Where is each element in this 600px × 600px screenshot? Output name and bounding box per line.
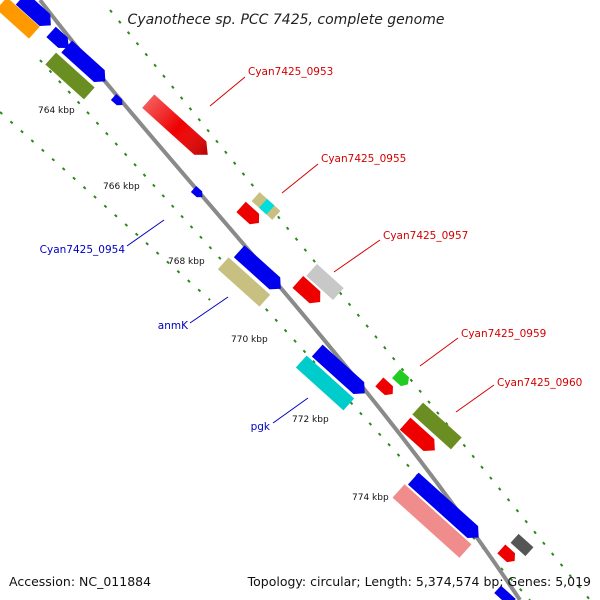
scale-label: 766 kbp xyxy=(103,182,140,192)
gene-blue-top3[interactable] xyxy=(61,40,110,88)
gene-labels: Cyan7425_0953 Cyan7425_0955 Cyan7425_095… xyxy=(40,66,583,433)
leader-cyan0953 xyxy=(209,76,246,107)
leader-cyan0957 xyxy=(333,239,381,273)
gene-olive-top[interactable] xyxy=(45,52,95,100)
gene-blue-small[interactable] xyxy=(110,94,125,108)
scale-label: 764 kbp xyxy=(38,106,75,116)
gene-cyan0960[interactable] xyxy=(412,402,462,450)
map-title: Cyanothece sp. PCC 7425, complete genome xyxy=(128,12,445,28)
leader-pgk xyxy=(272,397,309,424)
gene-blue-top1[interactable] xyxy=(15,0,56,31)
leader-cyan0954 xyxy=(126,219,165,247)
gene-cyan0953[interactable] xyxy=(142,94,213,162)
outer-genes xyxy=(142,94,534,566)
scale-label: 768 kbp xyxy=(168,257,205,267)
gene-label-anmK[interactable]: anmK xyxy=(158,320,189,332)
gene-blue-bottom[interactable] xyxy=(407,472,484,544)
gene-gray-bottom[interactable] xyxy=(510,533,534,557)
leader-lines xyxy=(126,76,495,424)
gene-pgk[interactable] xyxy=(311,344,370,400)
gene-blue-top2[interactable] xyxy=(46,26,73,53)
gene-label-cyan0955[interactable]: Cyan7425_0955 xyxy=(321,153,406,165)
gene-pgk-cyan[interactable] xyxy=(295,355,355,411)
gene-label-cyan0953[interactable]: Cyan7425_0953 xyxy=(248,66,333,78)
gene-orange-top[interactable] xyxy=(0,0,40,39)
gene-red-bottom[interactable] xyxy=(497,544,518,566)
scale-label: 772 kbp xyxy=(292,415,329,425)
gene-cyan0959[interactable] xyxy=(392,369,412,389)
gene-label-cyan0959[interactable]: Cyan7425_0959 xyxy=(461,328,546,340)
gene-cyan0957-red[interactable] xyxy=(292,276,325,308)
gene-blue-corner[interactable] xyxy=(494,585,516,600)
leader-cyan0960 xyxy=(455,384,495,413)
gene-cyan0959-red[interactable] xyxy=(375,377,396,399)
leader-cyan0959 xyxy=(419,337,459,367)
inner-genes xyxy=(0,0,516,600)
gene-cyan0960-red[interactable] xyxy=(399,417,440,457)
gene-label-cyan0954[interactable]: Cyan7425_0954 xyxy=(40,244,126,256)
scale-labels: 764 kbp 766 kbp 768 kbp 770 kbp 772 kbp … xyxy=(38,106,389,503)
outer-ring-1 xyxy=(39,59,531,600)
gene-cyan0957[interactable] xyxy=(306,264,344,300)
scale-label: 770 kbp xyxy=(231,335,268,345)
gene-label-cyan0957[interactable]: Cyan7425_0957 xyxy=(383,230,468,242)
leader-anmK xyxy=(189,296,229,324)
gene-pink-bottom[interactable] xyxy=(392,484,472,558)
outer-ring-2 xyxy=(109,9,591,600)
dotted-rings xyxy=(0,9,591,600)
gene-label-pgk[interactable]: pgk xyxy=(251,421,271,433)
gene-anmK-khaki[interactable] xyxy=(217,257,271,307)
gene-cyan0955[interactable] xyxy=(251,192,281,220)
gene-label-cyan0960[interactable]: Cyan7425_0960 xyxy=(497,377,582,389)
accession-text: Accession: NC_011884 xyxy=(9,574,151,589)
gene-cyan0954[interactable] xyxy=(190,186,205,200)
scale-label: 774 kbp xyxy=(352,493,389,503)
genome-summary-text: Topology: circular; Length: 5,374,574 bp… xyxy=(247,574,591,589)
gene-anmK[interactable] xyxy=(233,245,286,294)
inner-ring xyxy=(0,111,211,301)
leader-cyan0955 xyxy=(281,163,319,194)
gene-cyan0955-red[interactable] xyxy=(236,201,263,228)
